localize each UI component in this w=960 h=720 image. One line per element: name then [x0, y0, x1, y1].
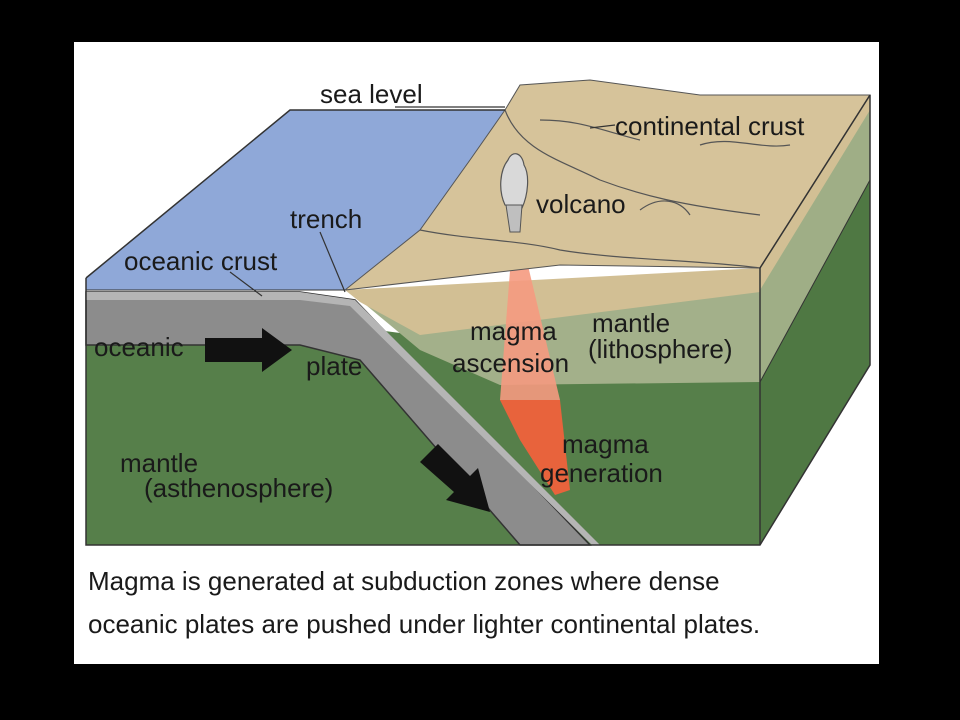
- block-edge: [85, 109, 505, 279]
- label-continental-crust: continental crust: [615, 111, 805, 141]
- terrain-line: [419, 229, 761, 269]
- label-mantle-lithosphere-1: mantle: [592, 308, 670, 338]
- magma-ascension: [500, 232, 560, 400]
- continental-crust-front: [345, 268, 760, 335]
- caption-line-1: Magma is generated at subduction zones w…: [88, 566, 720, 596]
- label-oceanic: oceanic: [94, 332, 184, 362]
- label-mantle-asthenosphere-2: (asthenosphere): [144, 473, 333, 503]
- block-edge: [759, 179, 871, 383]
- magma-generation: [500, 400, 570, 495]
- label-magma-generation-2: generation: [540, 458, 663, 488]
- subduction-arrow-icon: [420, 444, 490, 512]
- label-mantle-lithosphere-2: (lithosphere): [588, 334, 733, 364]
- volcano-cone: [505, 204, 523, 233]
- plate-motion-arrow-icon: [205, 328, 292, 372]
- terrain-line: [639, 200, 691, 216]
- label-trench: trench: [290, 204, 362, 234]
- label-sea-level: sea level: [320, 79, 423, 109]
- oceanic-crust-pointer: [229, 271, 263, 297]
- right-face-crust: [760, 95, 870, 290]
- caption-line-2: oceanic plates are pushed under lighter …: [88, 609, 760, 639]
- right-face-lithosphere: [760, 95, 870, 382]
- label-magma-ascension-2: ascension: [452, 348, 569, 378]
- volcano-plume-icon: [500, 153, 529, 209]
- label-plate: plate: [306, 351, 362, 381]
- terrain-line: [539, 119, 641, 141]
- label-magma-ascension-1: magma: [470, 316, 557, 346]
- continental-crust-pointer: [589, 124, 616, 129]
- label-volcano: volcano: [536, 189, 626, 219]
- trench-pointer: [319, 231, 346, 293]
- terrain-line: [504, 109, 761, 216]
- label-mantle-asthenosphere-1: mantle: [120, 448, 198, 478]
- block-edge: [759, 94, 871, 269]
- label-magma-generation-1: magma: [562, 429, 649, 459]
- label-oceanic-crust: oceanic crust: [124, 246, 278, 276]
- right-face-asthenosphere: [760, 180, 870, 545]
- terrain-line: [699, 140, 791, 147]
- ocean-surface: [86, 110, 505, 290]
